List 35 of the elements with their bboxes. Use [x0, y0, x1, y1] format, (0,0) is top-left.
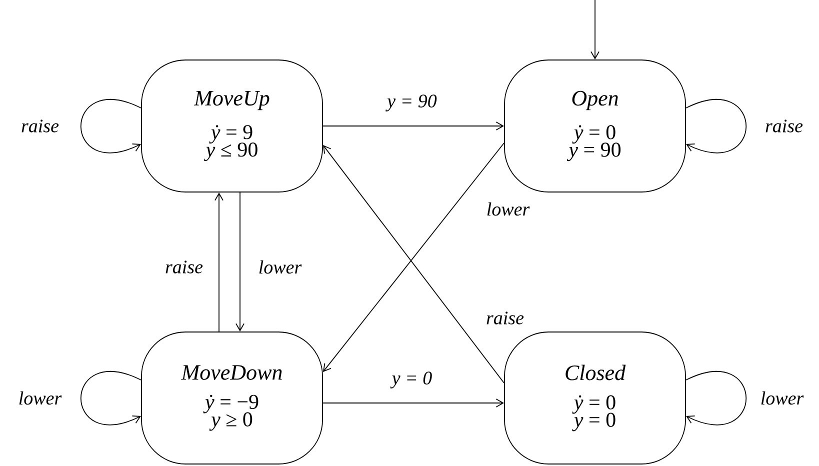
edge-label: raise	[485, 310, 525, 326]
state-equation: ẏ = 9	[209, 125, 252, 144]
edge-label: lower	[257, 259, 303, 275]
state-name: MoveUp	[194, 90, 270, 110]
edge-label: raise	[764, 118, 804, 134]
loop-arrow	[80, 99, 142, 154]
arrow	[322, 122, 504, 130]
edge-label: lower	[17, 390, 63, 406]
state-equation: ẏ = 0	[572, 125, 616, 144]
edge-label: raise	[164, 260, 204, 274]
arrow	[236, 192, 244, 332]
state-equation: ẏ = −9	[203, 394, 258, 414]
state-equation: y = 90	[566, 142, 621, 162]
edge-label: lower	[759, 390, 805, 406]
arrow	[322, 398, 504, 408]
start-arrow	[590, 0, 600, 60]
state-name: MoveDown	[181, 365, 282, 380]
state-equation: y ≥ 0	[209, 412, 252, 431]
edge-label: y = 0	[390, 370, 434, 390]
edge-label: raise	[20, 118, 60, 134]
arrow	[214, 192, 224, 332]
loop-arrow	[686, 371, 747, 426]
state-equation: y = 0	[572, 412, 616, 432]
state-box	[504, 60, 686, 192]
loop-arrow	[80, 371, 142, 426]
edge-label: y = 90	[386, 94, 438, 112]
state-equation: ẏ = 0	[572, 395, 616, 414]
state-name: Open	[572, 90, 618, 110]
state-box	[141, 60, 323, 192]
state-name: Closed	[566, 364, 626, 380]
edge-label: lower	[485, 201, 531, 217]
state-box	[504, 332, 686, 464]
loop-arrow	[686, 99, 747, 154]
state-box	[141, 332, 323, 464]
state-equation: y ≤ 90	[204, 142, 258, 161]
